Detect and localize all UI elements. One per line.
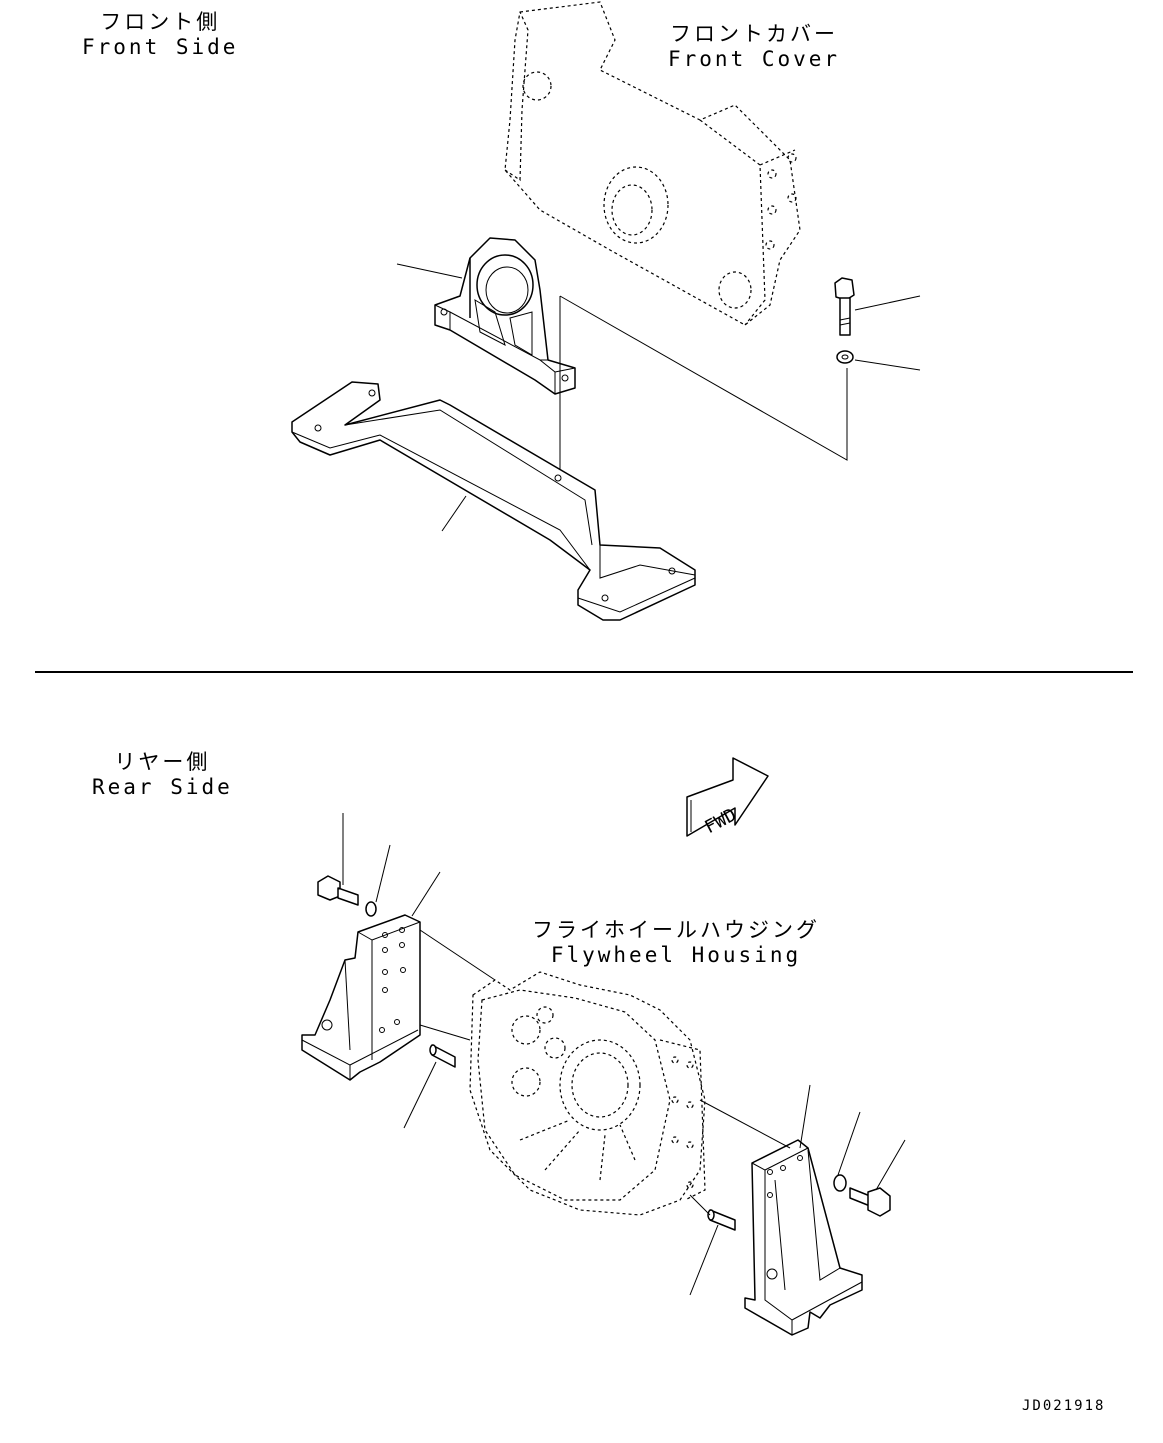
front-washer xyxy=(836,350,854,364)
rear-right-washer xyxy=(833,1174,847,1192)
flywheel-housing-label-jp: フライホイールハウジング xyxy=(532,918,820,942)
flywheel-housing-phantom xyxy=(469,971,706,1216)
rear-right-bracket xyxy=(744,1139,863,1336)
rear-left-dowel-pin xyxy=(429,1044,456,1068)
rear-side-label: リヤー側 Rear Side xyxy=(92,750,233,800)
front-cover-label: フロントカバー Front Cover xyxy=(668,22,840,72)
rear-left-bolt xyxy=(317,875,359,906)
front-side-label: フロント側 Front Side xyxy=(82,10,238,60)
rear-assembly-lines xyxy=(342,813,906,1296)
front-bolt xyxy=(834,277,855,336)
rear-right-dowel-pin xyxy=(707,1209,736,1231)
rear-left-washer xyxy=(365,901,377,917)
front-side-label-en: Front Side xyxy=(82,35,239,60)
drawing-code: JD021918 xyxy=(1022,1398,1106,1414)
front-cover-label-en: Front Cover xyxy=(668,47,841,72)
rear-right-bolt xyxy=(849,1187,891,1217)
front-cover-label-jp: フロントカバー xyxy=(670,22,839,46)
front-side-label-jp: フロント側 xyxy=(100,10,221,34)
front-cover-phantom xyxy=(504,1,801,326)
rear-left-bracket xyxy=(301,914,421,1081)
rear-side-label-jp: リヤー側 xyxy=(114,750,211,774)
front-cross-beam xyxy=(291,381,696,621)
front-assembly-lines xyxy=(396,263,921,532)
rear-side-label-en: Rear Side xyxy=(92,775,233,800)
front-support-bracket xyxy=(434,237,576,395)
flywheel-housing-label: フライホイールハウジング Flywheel Housing xyxy=(532,918,820,968)
fwd-arrow-icon: FWD xyxy=(686,757,769,838)
flywheel-housing-label-en: Flywheel Housing xyxy=(550,943,802,968)
